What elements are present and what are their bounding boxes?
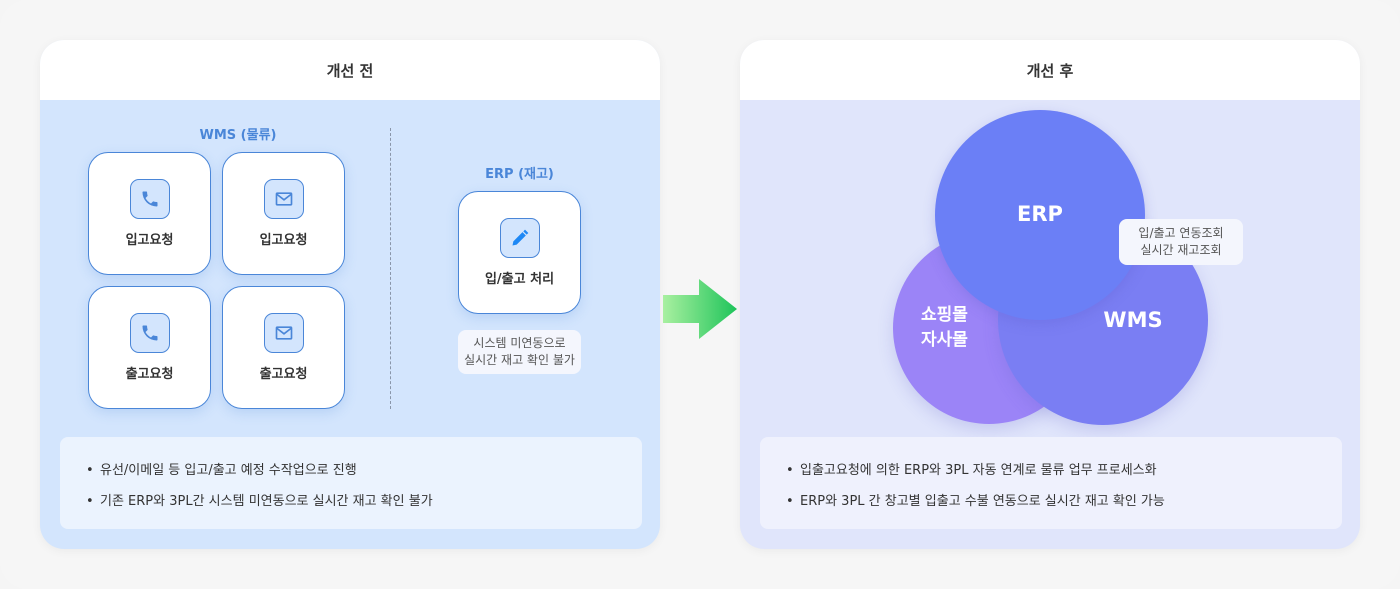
wms-label: WMS — [1103, 308, 1163, 332]
phone-icon — [129, 179, 170, 219]
outbound-mail-card: 출고요청 — [222, 286, 345, 409]
after-title: 개선 후 — [740, 40, 1360, 100]
note-line: 시스템 미연동으로 — [473, 336, 566, 350]
erp-process-card: 입/출고 처리 — [458, 191, 581, 314]
bullet: 기존 ERP와 3PL간 시스템 미연동으로 실시간 재고 확인 불가 — [86, 486, 642, 517]
card-label: 입/출고 처리 — [484, 272, 555, 287]
arrow-right-icon — [663, 279, 737, 343]
inbound-phone-card: 입고요청 — [88, 152, 211, 275]
shop-label: 쇼핑몰 — [921, 305, 968, 325]
bullet: 입출고요청에 의한 ERP와 3PL 자동 연계로 물류 업무 프로세스화 — [786, 455, 1342, 486]
note-line: 실시간 재고 확인 불가 — [464, 353, 575, 367]
before-summary: 유선/이메일 등 입고/출고 예정 수작업으로 진행 기존 ERP와 3PL간 … — [60, 437, 642, 529]
sync-note: 입/출고 연동조회 실시간 재고조회 — [1119, 219, 1243, 265]
note-line: 실시간 재고조회 — [1140, 243, 1222, 257]
bullet: 유선/이메일 등 입고/출고 예정 수작업으로 진행 — [86, 455, 642, 486]
card-label: 입고요청 — [259, 233, 308, 248]
card-label: 출고요청 — [259, 367, 308, 382]
after-summary: 입출고요청에 의한 ERP와 3PL 자동 연계로 물류 업무 프로세스화 ER… — [760, 437, 1342, 529]
bullet: ERP와 3PL 간 창고별 입출고 수불 연동으로 실시간 재고 확인 가능 — [786, 486, 1342, 517]
erp-circle: ERP — [935, 110, 1145, 320]
note-line: 입/출고 연동조회 — [1138, 226, 1224, 240]
phone-icon — [129, 313, 170, 353]
before-title: 개선 전 — [40, 40, 660, 100]
card-label: 입고요청 — [125, 233, 174, 248]
mail-icon — [263, 179, 304, 219]
before-panel: 개선 전 WMS (물류) 입고요청 입고요청 출고요청 출고요청 ERP (재… — [40, 40, 660, 549]
divider — [390, 128, 391, 409]
own-mall-label: 자사몰 — [921, 330, 968, 350]
card-label: 출고요청 — [125, 367, 174, 382]
outbound-phone-card: 출고요청 — [88, 286, 211, 409]
pencil-icon — [499, 218, 540, 258]
erp-group-label: ERP (재고) — [485, 167, 554, 182]
mail-icon — [263, 313, 304, 353]
wms-group-label: WMS (물류) — [199, 128, 277, 143]
inbound-mail-card: 입고요청 — [222, 152, 345, 275]
erp-label: ERP — [1017, 202, 1063, 226]
no-sync-note: 시스템 미연동으로 실시간 재고 확인 불가 — [458, 330, 581, 374]
